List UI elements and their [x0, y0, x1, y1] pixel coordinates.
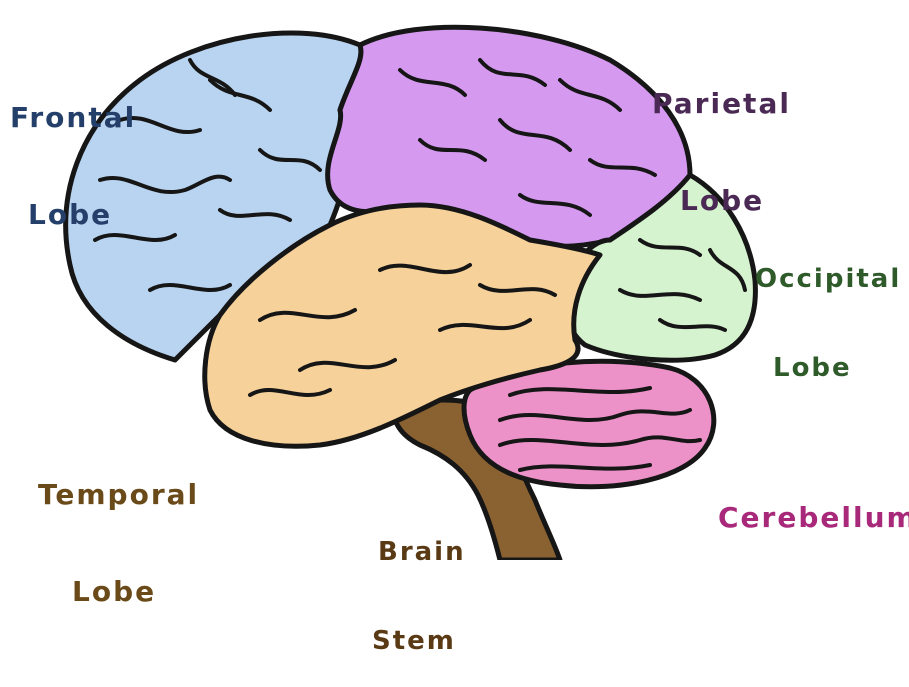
brain-stem-label-line2: Stem: [372, 627, 466, 657]
cerebellum-label-line1: Cerebellum: [718, 502, 909, 534]
brain-stem-label: Brain Stem: [372, 478, 466, 687]
cerebellum-label: Cerebellum: [718, 438, 909, 567]
occipital-lobe-label-line1: Occipital: [755, 265, 901, 295]
temporal-lobe-label-line2: Lobe: [38, 576, 199, 608]
occipital-lobe-label: Occipital Lobe: [755, 205, 901, 414]
frontal-lobe-label: Frontal Lobe: [10, 38, 136, 263]
temporal-lobe-label-line1: Temporal: [38, 479, 199, 511]
frontal-lobe-label-line1: Frontal: [10, 102, 136, 134]
frontal-lobe-label-line2: Lobe: [10, 199, 136, 231]
temporal-lobe-label: Temporal Lobe: [38, 415, 199, 640]
occipital-lobe-label-line2: Lobe: [755, 354, 901, 384]
brain-stem-label-line1: Brain: [372, 538, 466, 568]
parietal-lobe-label-line1: Parietal: [652, 88, 791, 120]
